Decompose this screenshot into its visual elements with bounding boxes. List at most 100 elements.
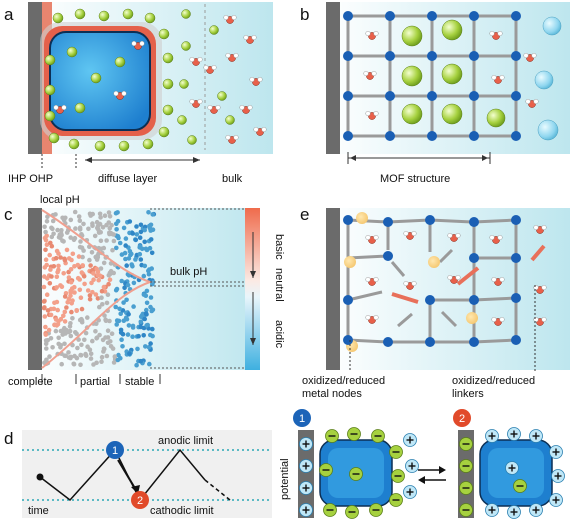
state-2-number: 2 xyxy=(137,495,143,507)
water-hydrogen xyxy=(243,34,249,41)
ph-particle xyxy=(141,273,147,279)
oxidized-node xyxy=(356,212,368,224)
ph-particle xyxy=(119,337,124,343)
state-2-marker xyxy=(131,491,149,509)
ph-particle xyxy=(106,210,112,215)
water-hydrogen xyxy=(403,230,409,237)
state-2-schematic: 2 xyxy=(453,409,565,519)
ph-particle xyxy=(126,323,132,328)
ph-particle xyxy=(79,306,85,312)
ph-particle xyxy=(69,257,74,263)
cation-sphere xyxy=(486,108,506,128)
water-hydrogen xyxy=(499,74,505,81)
water-hydrogen xyxy=(455,232,461,239)
metal-node xyxy=(469,91,479,101)
ph-particle xyxy=(56,267,61,273)
metal-node xyxy=(343,335,353,345)
metal-node xyxy=(383,337,393,347)
ph-particle xyxy=(99,359,104,365)
ph-particle xyxy=(47,281,53,286)
complete-label: complete xyxy=(8,376,53,388)
water-hydrogen xyxy=(541,284,547,291)
ph-particle xyxy=(48,312,54,318)
neutral-label: neutral xyxy=(273,268,285,302)
ph-particle xyxy=(50,345,55,350)
cation-sphere xyxy=(68,138,80,150)
ph-particle xyxy=(68,279,74,285)
water-hydrogen xyxy=(373,30,379,37)
ph-particle xyxy=(148,304,153,310)
ph-particle xyxy=(90,289,95,295)
cation-sphere xyxy=(217,91,227,101)
water-hydrogen xyxy=(403,280,409,287)
ph-particle xyxy=(149,250,155,256)
ph-particle xyxy=(72,353,77,359)
cation-sphere xyxy=(162,78,174,90)
ph-particle xyxy=(85,344,90,350)
metal-node xyxy=(511,335,521,345)
ph-particle xyxy=(117,240,123,246)
metal-node xyxy=(385,11,395,21)
ph-particle xyxy=(87,296,93,302)
ph-particle xyxy=(123,236,129,241)
water-hydrogen xyxy=(491,316,497,323)
ph-particle xyxy=(114,227,119,232)
metal-node xyxy=(469,337,479,347)
water-molecules xyxy=(53,14,267,144)
ph-particle xyxy=(143,293,149,299)
cation-sphere xyxy=(162,104,174,116)
mof-framework xyxy=(343,11,521,141)
ph-particle xyxy=(87,293,93,298)
electrode xyxy=(326,208,340,370)
ph-particle xyxy=(125,332,131,337)
acidic-label: acidic xyxy=(273,320,285,349)
cation-sphere xyxy=(401,103,423,125)
linker xyxy=(438,248,454,264)
anion-sphere xyxy=(537,119,559,141)
cation-sphere xyxy=(441,63,463,85)
ph-particle xyxy=(137,251,143,257)
ph-particle xyxy=(82,281,87,287)
ph-particle xyxy=(104,238,109,243)
ph-particle xyxy=(95,253,100,258)
cation-sphere xyxy=(144,12,156,24)
ph-particle xyxy=(94,219,100,225)
water-hydrogen xyxy=(455,274,461,281)
water-hydrogen xyxy=(233,52,239,59)
metal-node xyxy=(469,11,479,21)
cation-sphere xyxy=(401,25,423,47)
ph-particle xyxy=(45,214,50,219)
ph-particle xyxy=(97,304,102,310)
ph-particle xyxy=(124,297,129,303)
cation-sphere xyxy=(98,10,110,22)
ph-particle xyxy=(102,213,108,218)
ph-particle xyxy=(95,272,101,278)
ph-particle xyxy=(123,256,128,262)
ph-particle xyxy=(68,235,73,240)
ph-particle xyxy=(49,234,55,240)
ph-particle xyxy=(147,361,152,367)
ph-particle xyxy=(50,218,56,224)
ph-particle xyxy=(53,255,59,261)
water-hydrogen xyxy=(197,56,203,63)
cation-sphere xyxy=(44,110,56,122)
ph-particle xyxy=(125,282,131,288)
ph-particle xyxy=(138,314,144,320)
cation-sphere xyxy=(181,41,191,51)
ph-particle xyxy=(62,341,67,347)
ph-particle xyxy=(78,362,83,368)
ph-particle xyxy=(61,239,66,244)
metal-nodes-label-1: oxidized/reduced xyxy=(302,375,385,387)
ph-particle xyxy=(43,257,49,263)
panel-letter: a xyxy=(4,5,14,24)
ph-particle xyxy=(80,254,85,260)
water-hydrogen xyxy=(251,34,257,41)
ph-particle xyxy=(109,331,115,337)
linker xyxy=(473,218,517,224)
cation-sphere xyxy=(52,12,64,24)
local-ph-label: local pH xyxy=(40,194,80,206)
partial-label: partial xyxy=(80,376,110,388)
ph-particle xyxy=(105,328,111,334)
cation-sphere xyxy=(118,140,130,152)
